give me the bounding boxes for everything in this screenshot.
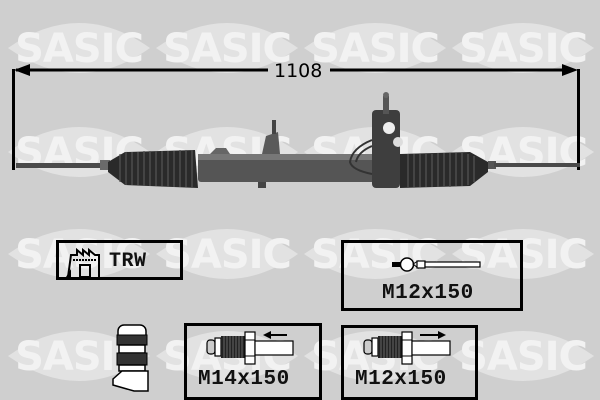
svg-text:SASIC: SASIC [311, 26, 439, 72]
watermark-logo: SASIC [4, 4, 154, 92]
svg-text:SASIC: SASIC [459, 232, 587, 278]
fitting-left-thread-label: M14x150 [198, 368, 290, 391]
length-dimension-label: 1108 [274, 60, 323, 82]
watermark-logo: SASIC [448, 4, 598, 92]
factory-icon [66, 247, 100, 277]
manufacturer-box: TRW [56, 240, 183, 280]
tie-rod-thread-label: M12x150 [382, 282, 474, 305]
pressure-valve-icon [112, 324, 149, 392]
dimension-line [12, 64, 580, 170]
watermark-logo: SASIC [300, 4, 450, 92]
fitting-left-box: M14x150 [184, 323, 322, 400]
fitting-arrow-left-icon [206, 331, 294, 365]
svg-text:SASIC: SASIC [459, 26, 587, 72]
svg-text:SASIC: SASIC [163, 232, 291, 278]
fitting-arrow-right-icon [363, 331, 451, 365]
tie-rod-icon [392, 257, 481, 272]
right-bellow [400, 152, 488, 188]
svg-text:SASIC: SASIC [15, 26, 143, 72]
left-bellow [108, 150, 198, 188]
fitting-right-box: M12x150 [341, 325, 478, 400]
watermark-logo: SASIC [448, 312, 598, 400]
manufacturer-label: TRW [109, 250, 147, 273]
watermark-logo: SASIC [152, 4, 302, 92]
svg-text:SASIC: SASIC [459, 334, 587, 380]
tie-rod-box: M12x150 [341, 240, 523, 311]
svg-text:SASIC: SASIC [163, 26, 291, 72]
svg-text:SASIC: SASIC [311, 232, 439, 278]
fitting-right-thread-label: M12x150 [355, 368, 447, 391]
steering-rack-image [16, 92, 580, 188]
watermark-logo: SASIC [152, 210, 302, 298]
